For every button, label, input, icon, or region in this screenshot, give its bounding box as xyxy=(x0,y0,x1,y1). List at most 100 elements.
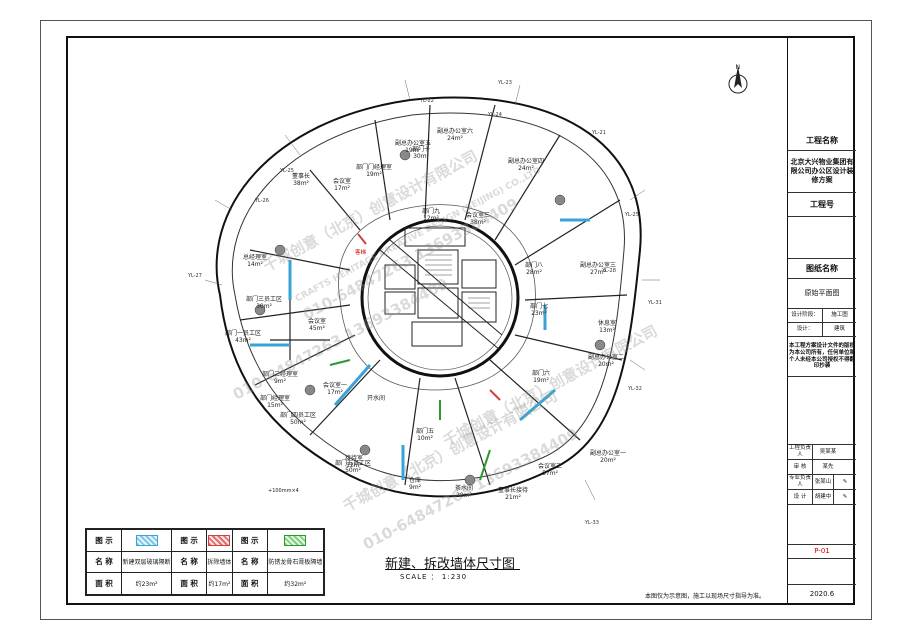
room-area: 17m² xyxy=(334,185,350,193)
room-area: 38m² xyxy=(293,180,309,188)
legend-swatch-gypsum xyxy=(266,529,325,552)
room-area: 24m² xyxy=(518,165,534,173)
room-name: 部门七 xyxy=(530,303,549,310)
legend-area-gypsum: 约32m² xyxy=(266,572,325,595)
room-name: 总经理室 xyxy=(243,254,268,261)
sig-name-2: 某先 xyxy=(822,463,834,470)
legend-swatch-demolish xyxy=(206,529,233,552)
columns xyxy=(254,149,606,486)
room-area: 24m² xyxy=(447,135,463,143)
dimension-label: +100mm×4 xyxy=(268,488,299,494)
floor-plan xyxy=(204,79,660,501)
room-area: 38m² xyxy=(470,219,486,227)
drawing-date: 2020.6 xyxy=(809,589,835,598)
design-value: 建筑 xyxy=(833,326,845,333)
room-name: 副总办公室五 xyxy=(395,140,432,147)
room-name: 副总办公室二 xyxy=(588,354,625,361)
room-area: 19m² xyxy=(533,377,549,385)
sig-role-2: 审 核 xyxy=(788,460,813,474)
design-label: 设计： xyxy=(788,323,823,336)
room-name: 副总办公室三 xyxy=(580,262,617,269)
gridline-label: YL-25 xyxy=(625,212,639,218)
room-area: 30m² xyxy=(413,153,429,161)
sig-name-1: 吴某某 xyxy=(819,448,837,455)
room-area: 28m² xyxy=(526,269,542,277)
room-name: 会议室一 xyxy=(323,382,348,389)
caption-underline xyxy=(385,569,520,570)
legend-header-area-3: 面 积 xyxy=(231,572,268,595)
facade-line xyxy=(231,112,625,482)
drawing-name: 原始平面图 xyxy=(788,279,856,309)
drawing-caption: 新建、拆改墙体尺寸图 xyxy=(385,557,516,572)
room-name: 开水间 xyxy=(367,395,386,402)
drawing-scale: SCALE ： 1:230 xyxy=(400,573,468,581)
room-name: 会议室三 xyxy=(466,212,491,219)
north-arrow-icon: N xyxy=(728,64,748,94)
room-area: 13m² xyxy=(599,327,615,335)
gridline-label: YL-26 xyxy=(255,198,269,204)
room-name: 会议室 xyxy=(308,318,327,325)
legend-header-diagram: 图 示 xyxy=(86,529,122,552)
room-name: 会议室二 xyxy=(538,463,563,470)
gridline-label: YL-24 xyxy=(488,112,502,118)
room-name: 部门经理室 xyxy=(260,395,291,402)
room-area: 19m² xyxy=(405,147,421,155)
project-no-value xyxy=(788,217,856,259)
design-stage-value: 施工图 xyxy=(831,312,848,319)
room-area: 50m² xyxy=(345,467,361,475)
core-rooms xyxy=(379,227,503,351)
demolish-walls xyxy=(357,233,501,401)
room-area: 23m² xyxy=(531,310,547,318)
legend-header-diagram-3: 图 示 xyxy=(231,529,268,552)
room-name: 会议室 xyxy=(333,178,352,185)
design-stage-label: 设计阶段： xyxy=(788,309,823,322)
gridline-label: YL-22 xyxy=(420,98,434,104)
core-inner xyxy=(367,225,513,371)
room-name: 董事长接待 xyxy=(498,487,529,494)
room-area: 10m² xyxy=(417,435,433,443)
signature-scribble-icon: ✎ xyxy=(842,478,848,485)
north-label: N xyxy=(736,64,741,71)
gridline-label: YL-32 xyxy=(628,386,642,392)
room-area: 9m² xyxy=(273,378,287,386)
gridline-label: YL-27 xyxy=(188,273,202,279)
room-name: 董事长 xyxy=(292,173,311,180)
legend-header-name-3: 名 称 xyxy=(231,550,268,574)
legend-swatch-glass xyxy=(120,529,173,552)
legend-header-name-2: 名 称 xyxy=(171,550,208,574)
legend-header-area: 面 积 xyxy=(86,572,122,595)
new-glass-walls xyxy=(250,218,590,480)
drawing-frame xyxy=(66,36,855,605)
gridline-label: YL-33 xyxy=(585,520,599,526)
room-name: 茶水间 xyxy=(455,485,474,492)
gridline-ticks xyxy=(204,79,660,501)
legend-table: 图 示 图 示 图 示 名 称 新建双层玻璃隔断 名 称 拆除墙体 名 称 防锈… xyxy=(85,528,325,596)
sig-role-3: 专业负责人 xyxy=(788,475,813,489)
title-block: 工程名称 北京大兴物业集团有限公司办公区设计装修方案 工程号 图纸名称 原始平面… xyxy=(787,36,856,605)
room-area: 50m² xyxy=(290,419,306,427)
demolish-swatch-icon xyxy=(208,534,231,546)
room-area: 57m² xyxy=(542,470,558,478)
design-row: 设计： 建筑 xyxy=(788,323,856,337)
legend-header-area-2: 面 积 xyxy=(171,572,208,595)
sheet-number: P-01 xyxy=(788,545,856,559)
stair-hatch xyxy=(425,254,490,309)
